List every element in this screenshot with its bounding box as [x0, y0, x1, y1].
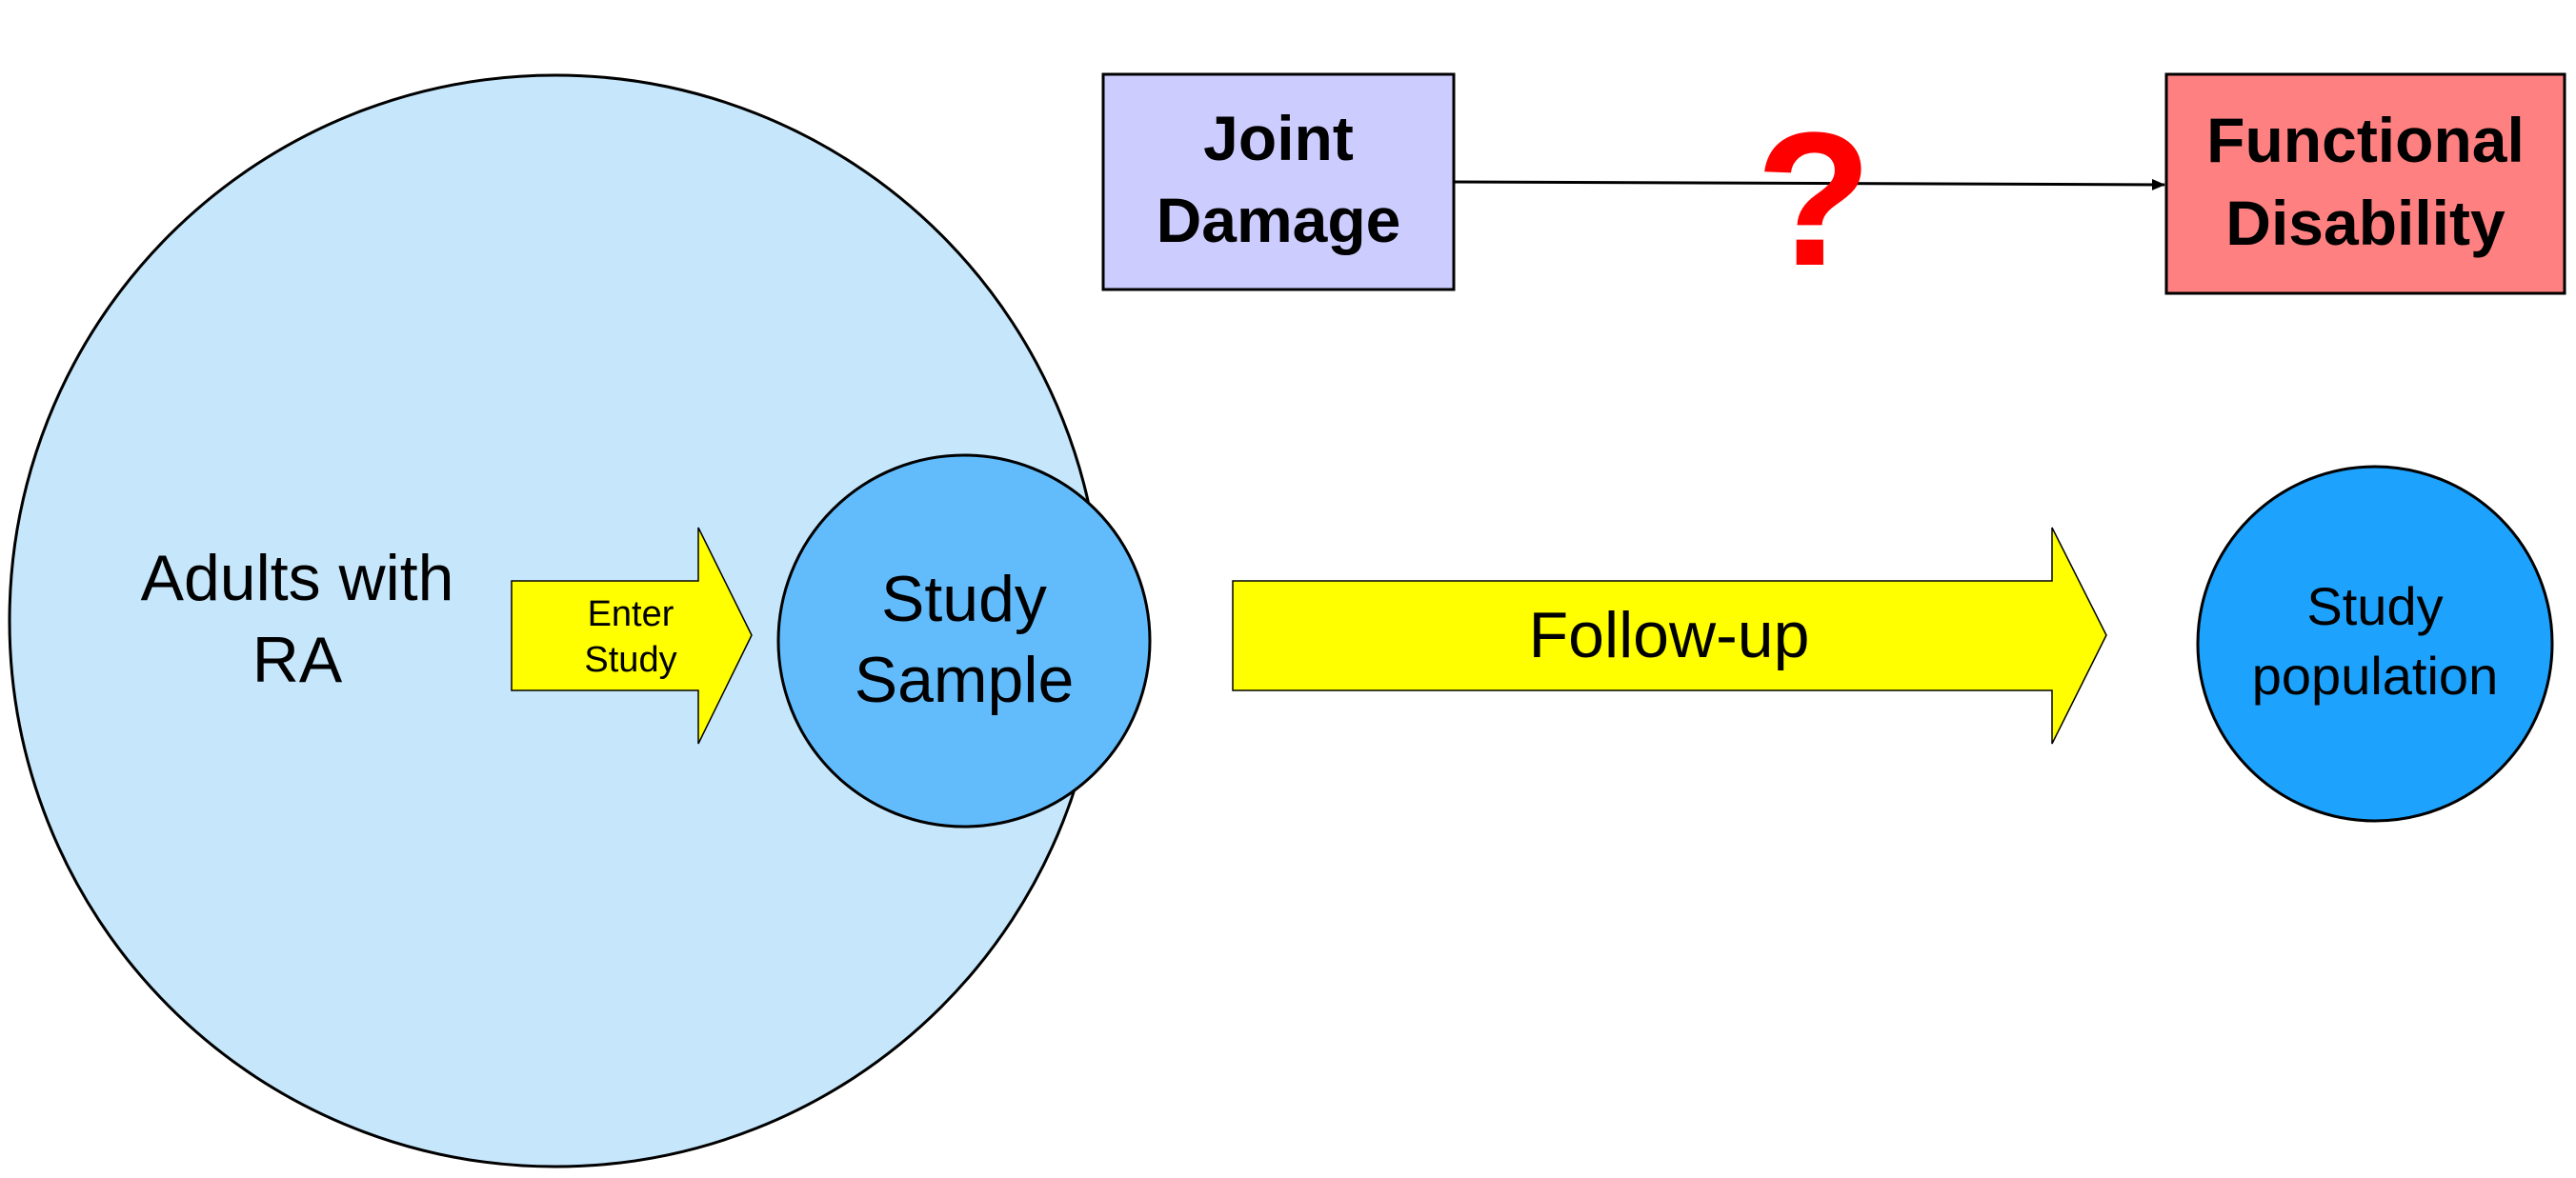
- follow-up-arrow: [1232, 527, 2107, 745]
- study-sample-circle: [776, 453, 1152, 829]
- population-label-line2: RA: [252, 624, 343, 696]
- joint-damage-box: [1101, 72, 1456, 291]
- follow-up-label: Follow-up: [1529, 599, 1810, 671]
- joint-damage-label-line1: Joint: [1203, 103, 1354, 173]
- study-population-label-line2: population: [2252, 646, 2498, 706]
- enter-study-label-line2: Study: [584, 640, 676, 680]
- functional-disability-box: [2164, 72, 2566, 295]
- enter-study-label-line1: Enter: [588, 594, 674, 634]
- enter-study-arrow: [511, 527, 753, 745]
- study-sample-label-line2: Sample: [855, 644, 1075, 716]
- functional-disability-label-line2: Disability: [2225, 188, 2506, 258]
- arrow-right-icon: [1453, 178, 2165, 190]
- functional-disability-label-line1: Functional: [2206, 105, 2525, 175]
- study-population-circle: [2196, 465, 2554, 823]
- study-population-label-line1: Study: [2306, 576, 2443, 636]
- population-label-line1: Adults with: [141, 542, 454, 614]
- question-mark-icon: ?: [1756, 93, 1872, 306]
- study-sample-label-line1: Study: [881, 563, 1047, 635]
- joint-damage-label-line2: Damage: [1157, 185, 1401, 255]
